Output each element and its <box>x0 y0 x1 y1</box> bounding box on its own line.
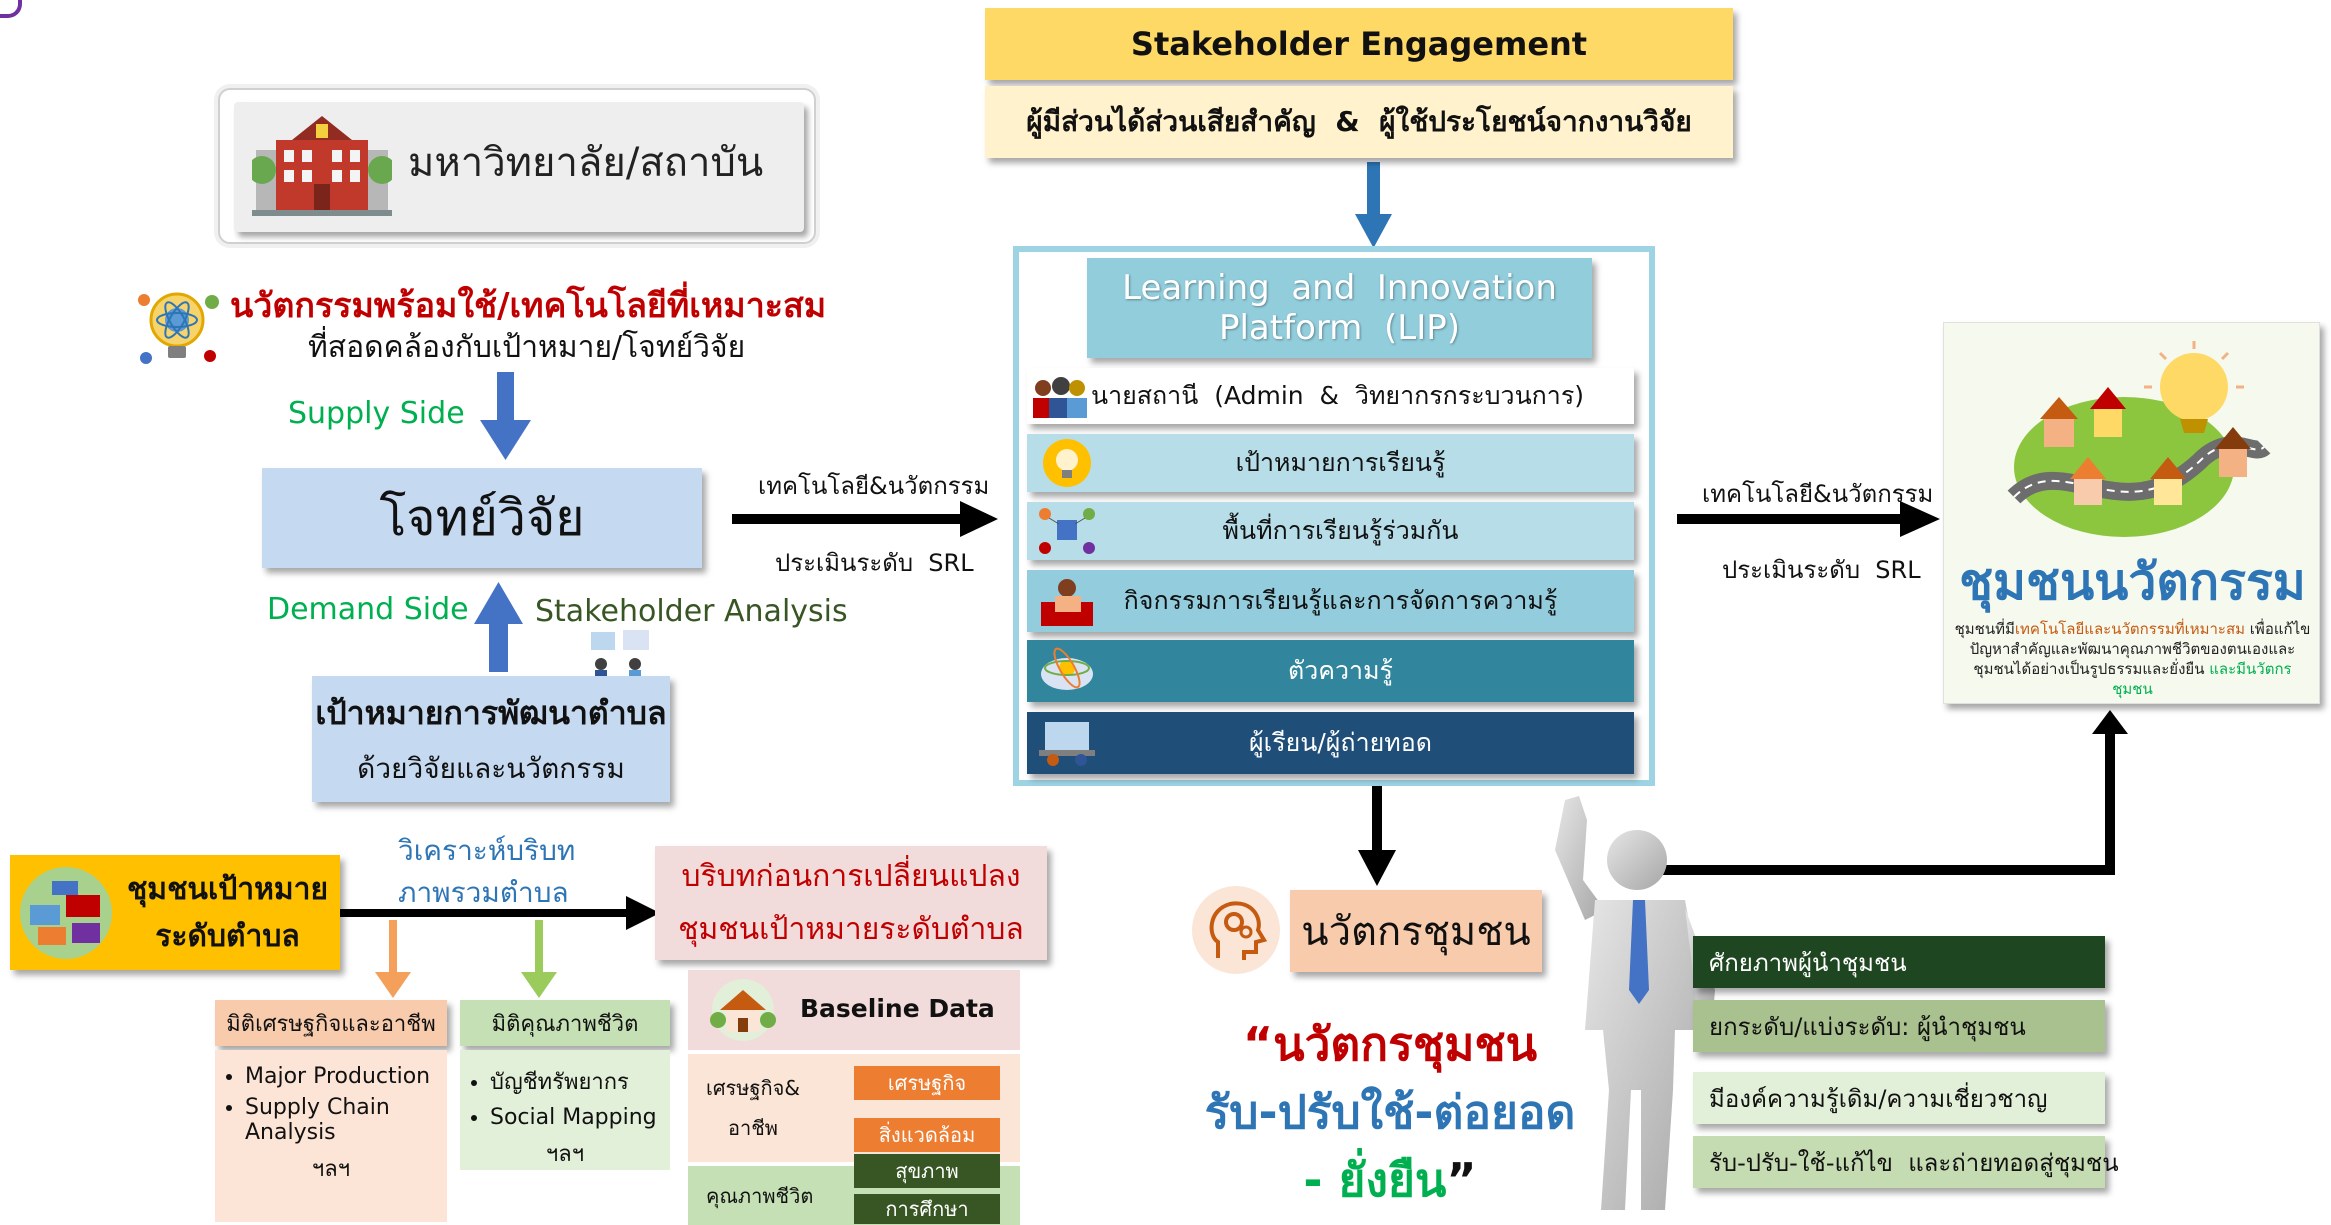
baseline-econ-item-1: เศรษฐกิจ <box>854 1066 1000 1100</box>
target-community-box: ชุมชนเป้าหมาย ระดับตำบล <box>10 855 340 970</box>
lip-row: นายสถานี (Admin & วิทยากรกระบวนการ) <box>1027 368 1634 424</box>
leader-box-label: รับ-ปรับ-ใช้-แก้ไข และถ่ายทอดสู่ชุมชน <box>1709 1148 2119 1177</box>
leader-box-label: มีองค์ความรู้เดิม/ความเชี่ยวชาญ <box>1709 1084 2048 1113</box>
laptop-icon <box>1027 716 1107 770</box>
quality-title-box: มิติคุณภาพชีวิต <box>460 1000 670 1046</box>
lip-title-line2: Platform (LIP) <box>1218 308 1460 348</box>
innovative-community-card: ชุมชนนวัตกรรม ชุมชนที่มีเทคโนโลยีและนวัต… <box>1943 322 2320 704</box>
logo-fragment <box>0 0 22 18</box>
leader-box: ศักยภาพผู้นำชุมชน <box>1693 936 2105 988</box>
baseline-qol-label: คุณภาพชีวิต <box>706 1184 814 1208</box>
economic-title-box: มิติเศรษฐกิจและอาชีพ <box>215 1000 447 1046</box>
lip-row: เป้าหมายการเรียนรู้ <box>1027 434 1634 492</box>
community-village-thumb-icon <box>20 867 112 959</box>
baseline-qol-item-1: สุขภาพ <box>854 1154 1000 1188</box>
innovation-bulb-icon <box>138 292 219 364</box>
list-item: Major Production <box>245 1064 447 1089</box>
subdistrict-goal-line1: เป้าหมายการพัฒนาตำบล <box>315 693 667 732</box>
quality-etc: ฯลฯ <box>545 1142 585 1167</box>
innovation-subtitle: ที่สอดคล้องกับเป้าหมาย/โจทย์วิจัย <box>308 330 746 365</box>
arrow-right-top-label: เทคโนโลยี&นวัตกรรม <box>1702 480 1934 508</box>
lip-row: กิจกรรมการเรียนรู้และการจัดการความรู้ <box>1027 570 1634 632</box>
quality-list-box: บัญชีทรัพยากร Social Mapping ฯลฯ <box>460 1050 670 1170</box>
lip-title-line1: Learning and Innovation <box>1122 268 1557 308</box>
team-icon <box>1027 374 1091 418</box>
reader-icon <box>1027 574 1107 628</box>
lip-row: พื้นที่การเรียนรู้ร่วมกัน <box>1027 502 1634 560</box>
lip-row-label: พื้นที่การเรียนรู้ร่วมกัน <box>1222 516 1459 545</box>
leader-box: รับ-ปรับ-ใช้-แก้ไข และถ่ายทอดสู่ชุมชน <box>1693 1136 2119 1188</box>
baseline-title: Baseline Data <box>800 994 995 1023</box>
baseline-econ-item-2: สิ่งแวดล้อม <box>854 1118 1000 1152</box>
subdistrict-goal-box: เป้าหมายการพัฒนาตำบล ด้วยวิจัยและนวัตกรร… <box>312 676 670 802</box>
quote-text: “นวัตกรชุมชน รับ-ปรับใช้-ต่อยอด - ยั่งยื… <box>1200 1010 1580 1214</box>
leader-box-label: ศักยภาพผู้นำชุมชน <box>1709 948 1907 977</box>
demand-arrow <box>474 582 523 672</box>
university-label: มหาวิทยาลัย/สถาบัน <box>408 140 764 186</box>
research-problem-box: โจทย์วิจัย <box>262 468 702 568</box>
community-village-icon <box>2007 341 2271 537</box>
innovation-title: นวัตกรรมพร้อมใช้/เทคโนโลยีที่เหมาะสม <box>230 286 827 326</box>
economic-list: Major ProductionSupply Chain Analysis <box>215 1064 447 1145</box>
quote-line1: “นวัตกรชุมชน <box>1242 1017 1538 1071</box>
innovative-community-desc: ชุมชนที่มีเทคโนโลยีและนวัตกรรมที่เหมาะสม… <box>1954 620 2311 698</box>
head-gear-icon <box>1192 886 1280 974</box>
network-icon <box>1027 506 1107 556</box>
house-icon <box>710 979 776 1041</box>
baseline-data-panel: Baseline Data เศรษฐกิจ& อาชีพ เศรษฐกิจ ส… <box>688 970 1020 1225</box>
demand-side-label: Demand Side <box>267 592 469 627</box>
leader-figure-icon <box>1555 796 1715 1210</box>
list-item: บัญชีทรัพยากร <box>490 1064 670 1099</box>
stakeholder-engagement-title: Stakeholder Engagement <box>985 8 1733 80</box>
lip-title-box: Learning and Innovation Platform (LIP) <box>1087 258 1592 358</box>
lip-row-label: กิจกรรมการเรียนรู้และการจัดการความรู้ <box>1123 586 1558 615</box>
context-analysis-label: วิเคราะห์บริบท ภาพรวมตำบล <box>398 834 576 909</box>
lip-row-label: นายสถานี (Admin & วิทยากรกระบวนการ) <box>1091 381 1585 410</box>
arrow-mid-bottom-label: ประเมินระดับ SRL <box>775 549 974 577</box>
baseline-header: Baseline Data <box>688 970 1020 1050</box>
bulb-icon <box>1027 438 1107 488</box>
arrow-right-bottom-label: ประเมินระดับ SRL <box>1722 556 1921 584</box>
lip-row: ผู้เรียน/ผู้ถ่ายทอด <box>1027 712 1634 774</box>
innovative-community-title: ชุมชนนวัตกรรม <box>1959 553 2306 611</box>
target-community-line1: ชุมชนเป้าหมาย <box>126 871 329 907</box>
quote-line3: - ยั่งยืน” <box>1303 1153 1477 1207</box>
research-problem-label: โจทย์วิจัย <box>379 488 585 547</box>
baseline-econ-label: เศรษฐกิจ& อาชีพ <box>706 1076 800 1140</box>
green-arrow <box>521 920 557 998</box>
lip-row-label: ตัวความรู้ <box>1288 656 1393 685</box>
leader-box: มีองค์ความรู้เดิม/ความเชี่ยวชาญ <box>1693 1072 2105 1124</box>
context-before-line1: บริบทก่อนการเปลี่ยนแปลง <box>681 859 1021 894</box>
orange-arrow <box>375 920 411 998</box>
stakeholder-analysis-label: Stakeholder Analysis <box>535 594 848 629</box>
community-innovator-label: นวัตกรชุมชน <box>1301 909 1531 955</box>
arrow-to-innovator <box>1358 782 1396 886</box>
lip-row: ตัวความรู้ <box>1027 640 1634 702</box>
atom-icon <box>1027 644 1107 698</box>
arrow-to-lip <box>732 501 998 537</box>
university-building-icon <box>252 116 392 216</box>
economic-list-box: Major ProductionSupply Chain Analysis ฯล… <box>215 1050 447 1222</box>
quality-list: บัญชีทรัพยากร Social Mapping <box>460 1064 670 1130</box>
leader-box: ยกระดับ/แบ่งระดับ: ผู้นำชุมชน <box>1693 1000 2105 1052</box>
target-community-line2: ระดับตำบล <box>155 918 300 954</box>
baseline-qol-item-2: การศึกษา <box>854 1194 1000 1224</box>
community-innovator-box: นวัตกรชุมชน <box>1290 890 1542 972</box>
lip-row-label: เป้าหมายการเรียนรู้ <box>1235 448 1446 477</box>
supply-arrow <box>480 372 531 460</box>
quote-line2: รับ-ปรับใช้-ต่อยอด <box>1204 1085 1576 1139</box>
leader-box-label: ยกระดับ/แบ่งระดับ: ผู้นำชุมชน <box>1709 1012 2026 1041</box>
arrow-mid-top-label: เทคโนโลยี&นวัตกรรม <box>758 472 990 500</box>
university-box: มหาวิทยาลัย/สถาบัน <box>218 88 816 244</box>
lip-row-label: ผู้เรียน/ผู้ถ่ายทอด <box>1249 728 1432 757</box>
supply-side-label: Supply Side <box>288 396 465 431</box>
list-item: Social Mapping <box>490 1105 670 1130</box>
economic-etc: ฯลฯ <box>311 1157 351 1182</box>
context-before-box: บริบทก่อนการเปลี่ยนแปลง ชุมชนเป้าหมายระด… <box>655 846 1047 960</box>
context-before-line2: ชุมชนเป้าหมายระดับตำบล <box>678 912 1024 947</box>
engagement-arrow <box>1355 162 1392 248</box>
list-item: Supply Chain Analysis <box>245 1095 447 1145</box>
stakeholder-engagement-subtitle: ผู้มีส่วนได้ส่วนเสียสำคัญ & ผู้ใช้ประโยช… <box>985 86 1733 158</box>
subdistrict-goal-line2: ด้วยวิจัยและนวัตกรรม <box>357 751 625 785</box>
